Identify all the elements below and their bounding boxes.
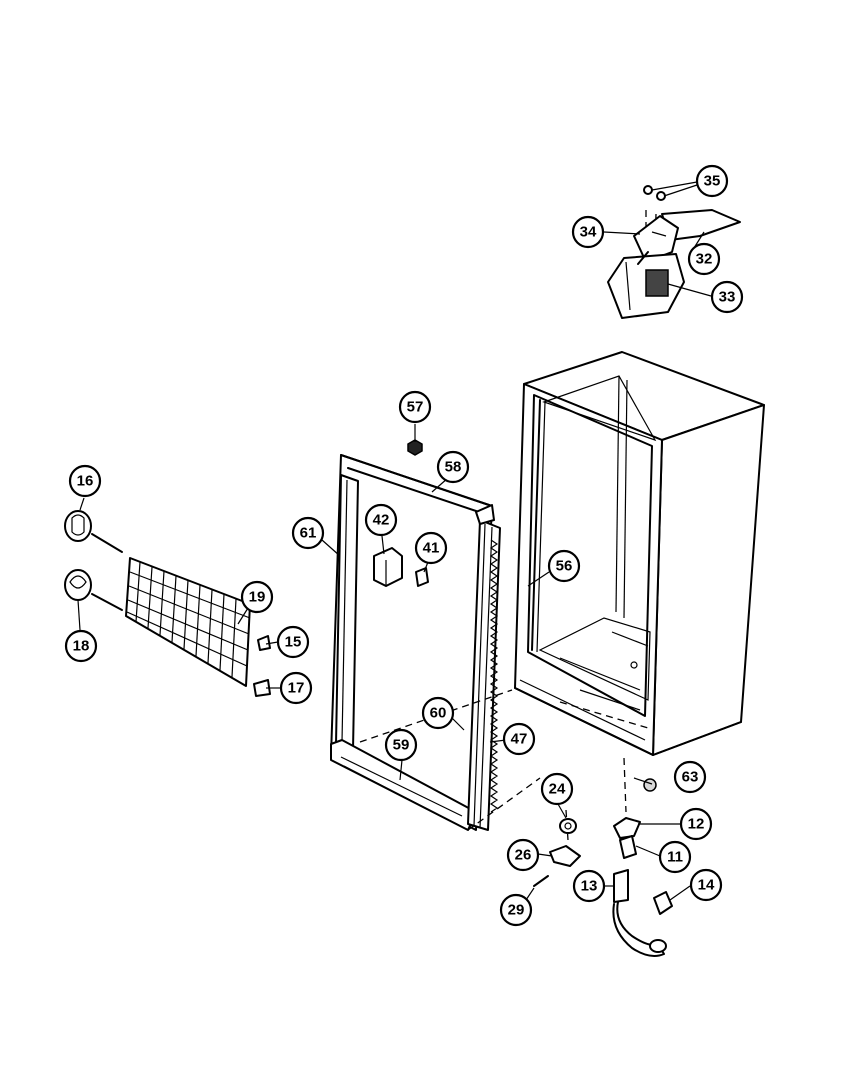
callout-17: 17 xyxy=(279,671,313,705)
svg-text:17: 17 xyxy=(288,680,305,697)
svg-text:19: 19 xyxy=(249,589,266,606)
svg-text:11: 11 xyxy=(667,849,683,866)
svg-text:61: 61 xyxy=(300,525,317,542)
svg-text:42: 42 xyxy=(373,512,390,529)
callout-33: 34 xyxy=(571,215,605,249)
svg-text:63: 63 xyxy=(682,769,699,786)
callout-61: 61 xyxy=(291,516,325,550)
svg-text:26: 26 xyxy=(515,847,532,864)
callout-29: 29 xyxy=(499,893,533,927)
door-assembly xyxy=(330,454,501,831)
callout-57: 57 xyxy=(398,390,432,424)
drain-parts xyxy=(533,778,673,957)
clip-18 xyxy=(64,569,123,611)
hinge-assembly xyxy=(607,185,741,319)
svg-text:14: 14 xyxy=(698,877,715,894)
svg-text:13: 13 xyxy=(581,878,598,895)
svg-text:60: 60 xyxy=(430,705,447,722)
svg-text:24: 24 xyxy=(549,781,566,798)
svg-text:58: 58 xyxy=(445,459,462,476)
callout-14: 14 xyxy=(689,868,723,902)
callout-42: 42 xyxy=(364,503,398,537)
svg-text:15: 15 xyxy=(285,634,302,651)
grille xyxy=(125,557,251,687)
cabinet xyxy=(514,351,765,756)
callout-19: 19 xyxy=(240,580,274,614)
callout-41: 41 xyxy=(414,531,448,565)
callout-47: 47 xyxy=(502,722,536,756)
svg-text:33: 33 xyxy=(719,289,736,306)
screw-15 xyxy=(257,635,271,651)
callout-18: 18 xyxy=(64,629,98,663)
svg-text:32: 32 xyxy=(696,251,713,268)
callout-59: 59 xyxy=(384,728,418,762)
svg-text:16: 16 xyxy=(77,473,94,490)
callout-58: 58 xyxy=(436,450,470,484)
svg-text:59: 59 xyxy=(393,737,410,754)
callout-15: 15 xyxy=(276,625,310,659)
svg-text:29: 29 xyxy=(508,902,525,919)
plug-57 xyxy=(407,439,423,456)
svg-text:12: 12 xyxy=(688,816,705,833)
callout-13: 13 xyxy=(572,869,606,903)
screw-17 xyxy=(253,679,271,697)
callout-11: 11 xyxy=(658,840,692,874)
svg-text:34: 34 xyxy=(580,224,597,241)
callout-32: 32 xyxy=(687,242,721,276)
callout-16: 16 xyxy=(68,464,102,498)
callout-26: 26 xyxy=(506,838,540,872)
callout-12: 12 xyxy=(679,807,713,841)
callout-34: 33 xyxy=(710,280,744,314)
callout-63: 63 xyxy=(673,760,707,794)
svg-text:56: 56 xyxy=(556,558,573,575)
callout-35: 35 xyxy=(695,164,729,198)
callout-56: 56 xyxy=(547,549,581,583)
svg-text:47: 47 xyxy=(511,731,528,748)
svg-text:57: 57 xyxy=(407,399,424,416)
svg-text:18: 18 xyxy=(73,638,90,655)
callout-60: 60 xyxy=(421,696,455,730)
callouts: 35 34 32 33 57 58 16 61 42 41 56 19 15 1… xyxy=(64,164,744,927)
callout-24: 24 xyxy=(540,772,574,806)
clip-16 xyxy=(64,510,123,553)
svg-text:35: 35 xyxy=(704,173,721,190)
svg-text:41: 41 xyxy=(423,540,440,557)
